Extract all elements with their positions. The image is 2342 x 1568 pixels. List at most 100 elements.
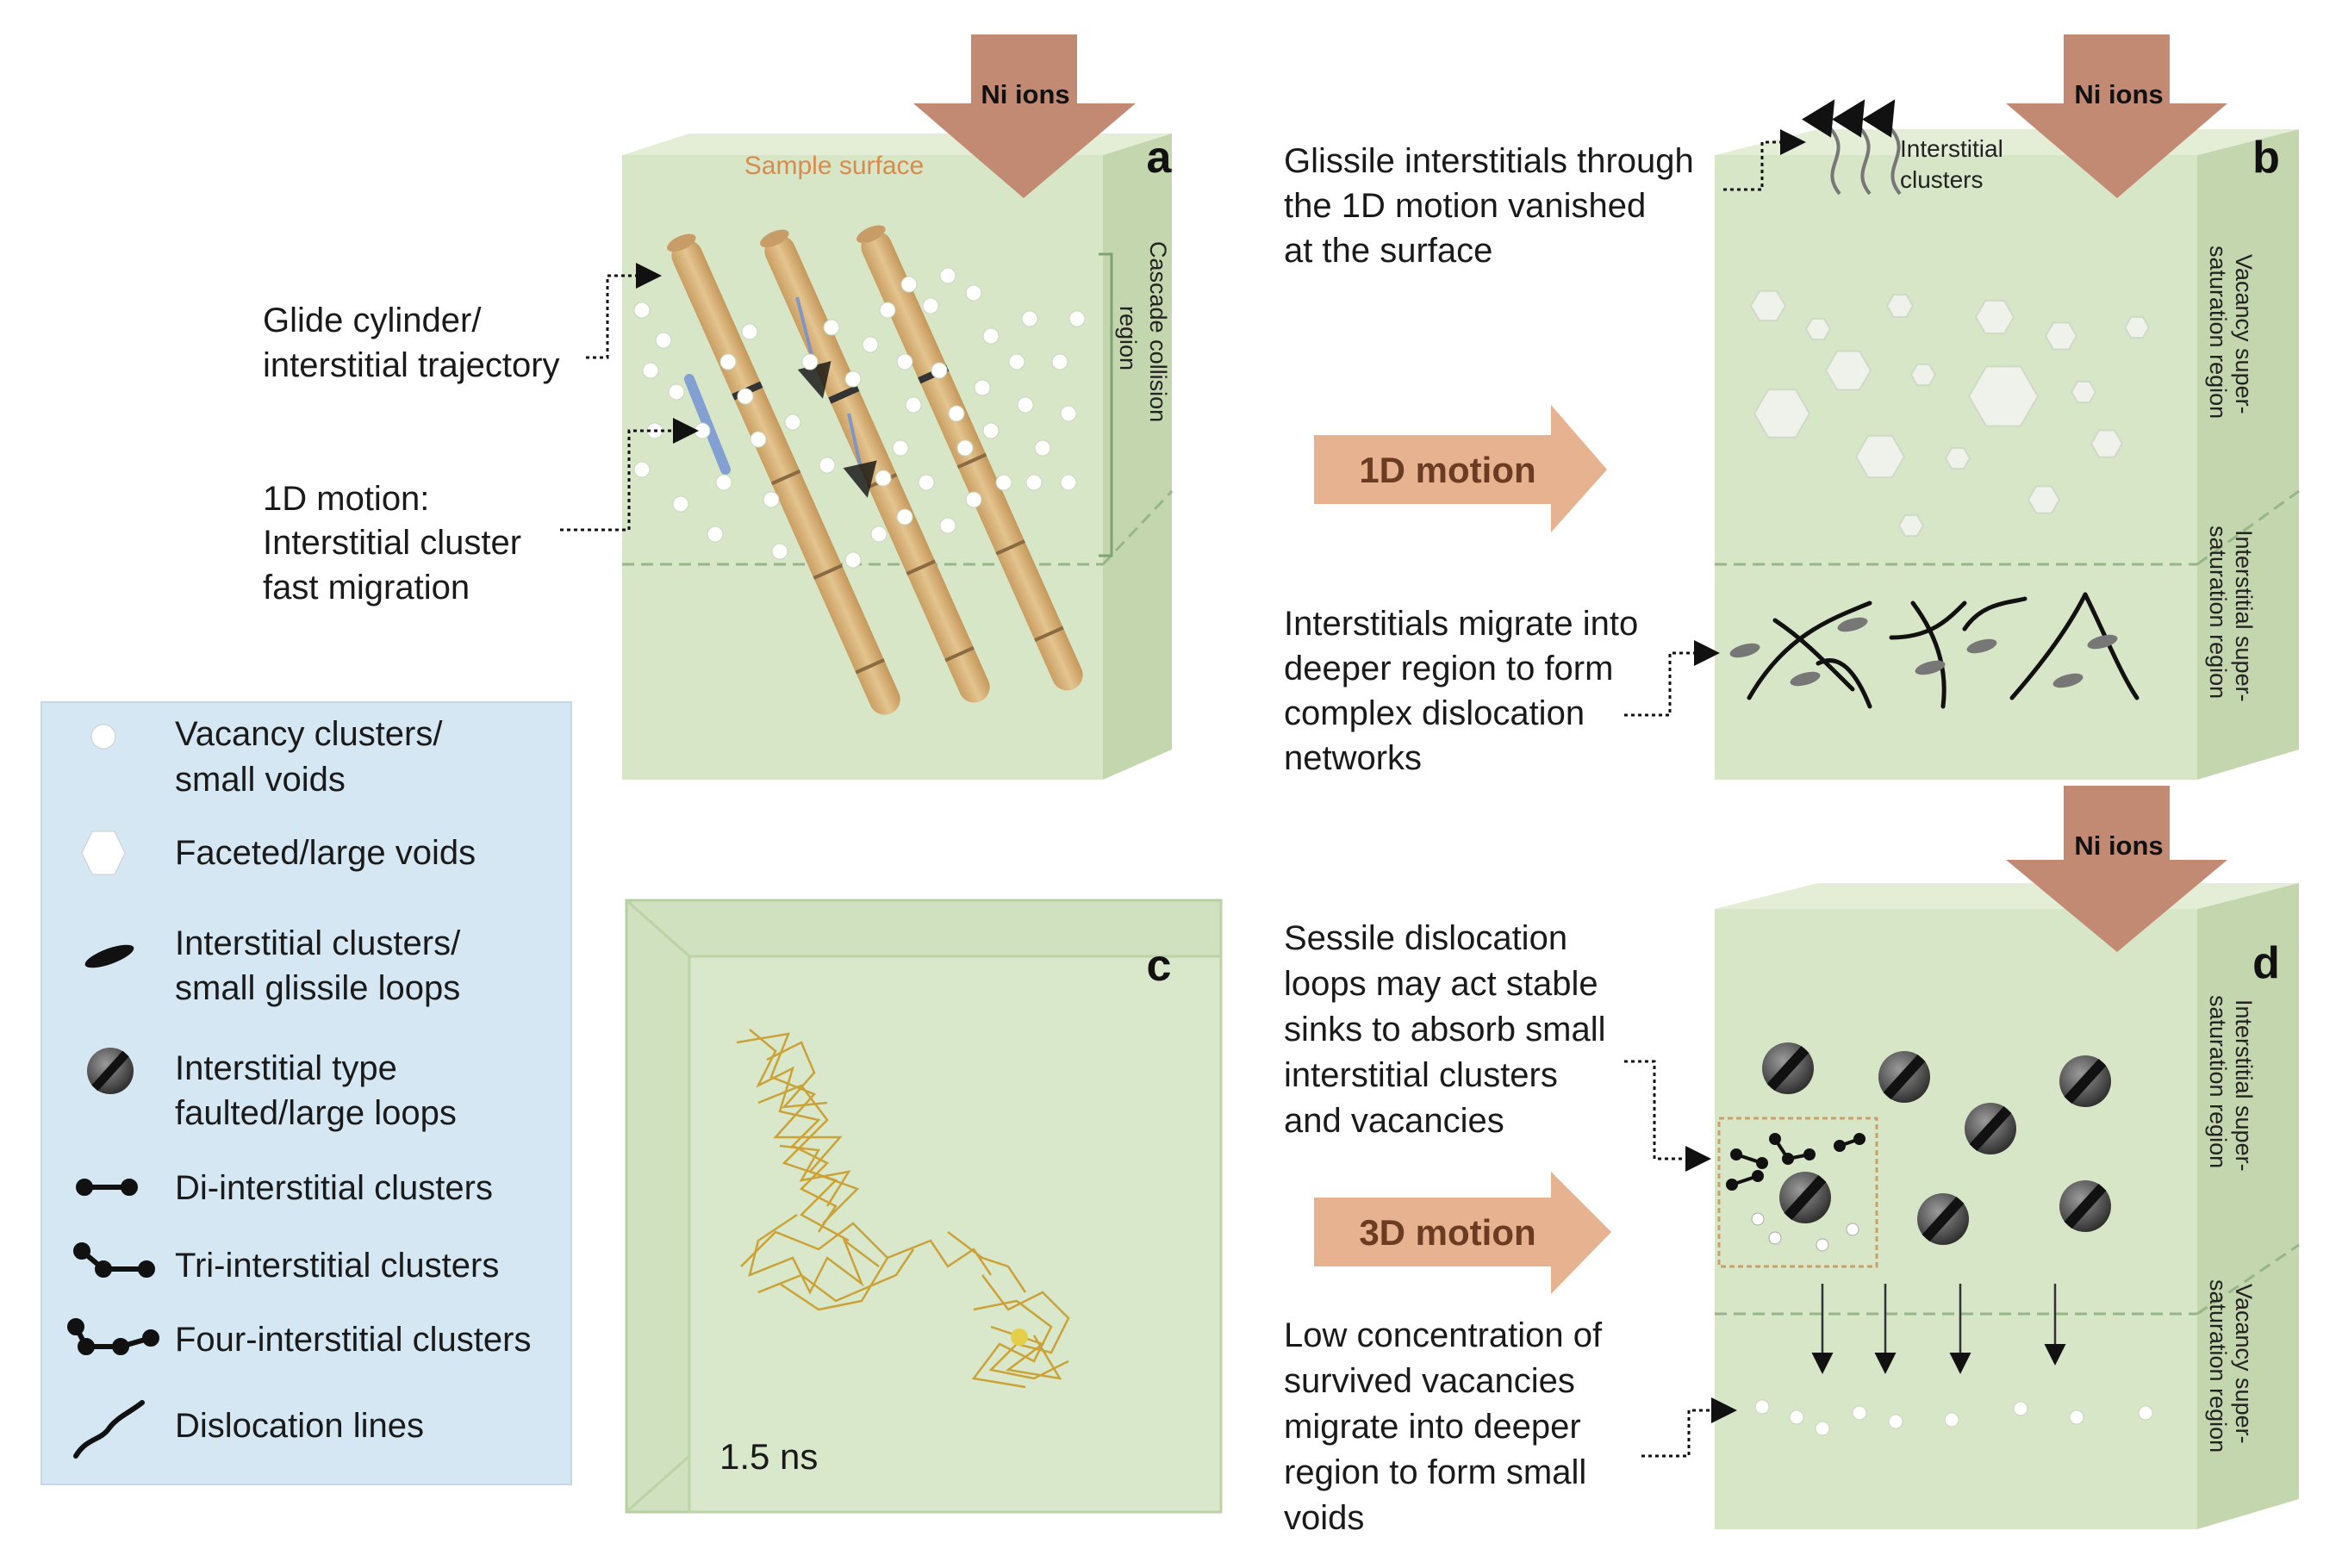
sample-surface-label: Sample surface (744, 152, 924, 180)
interstitial-trajectory-cluster (736, 1029, 1070, 1389)
vacancy-cluster (771, 543, 788, 560)
vacancy-cluster (655, 332, 672, 349)
faulted-loop (1779, 1172, 1831, 1223)
cascade-label-line2: region (1115, 306, 1141, 370)
faceted-void (1909, 363, 1937, 387)
faceted-void (2123, 315, 2151, 339)
vacancy-cluster (633, 461, 651, 478)
vacancy-cluster-icon (90, 724, 116, 750)
ion-label-d: Ni ions (2074, 831, 2163, 861)
faulted-loop-icon (87, 1048, 134, 1094)
low-label-line1: Low concentration of (1284, 1316, 1603, 1354)
sessile-label-line4: interstitial clusters (1284, 1056, 1558, 1094)
faceted-void (1974, 299, 2015, 335)
vacancy-cluster (1034, 439, 1051, 457)
vacancy-cluster (1021, 310, 1038, 327)
vacancy-cluster (862, 336, 879, 353)
legend-label: Vacancy clusters/ (175, 715, 443, 753)
interstitial-cluster-squiggles (1802, 99, 1902, 196)
ion-arrow-d: Ni ions (2006, 786, 2227, 952)
vacancy-cluster (801, 353, 819, 370)
faceted-void (1944, 446, 1971, 470)
vacancy-cluster (784, 414, 801, 431)
glissile-loops-b (1729, 617, 2118, 688)
dislocation-networks (1747, 592, 2140, 709)
faceted-void (1897, 513, 1925, 538)
small-void (1944, 1412, 1959, 1428)
motion-label-line1: 1D motion: (263, 480, 429, 518)
b-vac-region-line2: saturation region (2205, 246, 2231, 419)
d-int-region-line2: saturation region (2205, 995, 2231, 1168)
b-vac-region-line1: Vacancy super- (2231, 254, 2257, 414)
faceted-void (1824, 350, 1872, 391)
vacancy-cluster (672, 495, 689, 513)
small-void (1852, 1405, 1867, 1421)
faceted-void (2027, 485, 2061, 514)
sink-zoom-box (1717, 1117, 1878, 1268)
vacancy-cluster (694, 422, 711, 439)
sessile-label-line5: and vacancies (1284, 1102, 1504, 1140)
vacancy-cluster (844, 370, 862, 388)
small-void (1754, 1399, 1770, 1415)
vacancy-cluster (1051, 353, 1068, 370)
sessile-label-line2: loops may act stable (1284, 965, 1598, 1003)
clusters-label-line1: Interstitial (1900, 135, 2003, 162)
vacancy-cluster (982, 327, 1000, 345)
faulted-loop (1878, 1051, 1930, 1103)
faceted-void (1753, 389, 1811, 439)
low-label-line5: voids (1284, 1499, 1364, 1537)
vacancy-cluster (737, 388, 754, 405)
migrate-label-line1: Interstitials migrate into (1284, 605, 1638, 643)
tri-interstitial-icon (73, 1242, 155, 1278)
faulted-loop (1917, 1193, 1969, 1245)
low-label-line3: migrate into deeper (1284, 1408, 1581, 1446)
low-label-line2: survived vacancies (1284, 1362, 1575, 1400)
faceted-void (1804, 317, 1832, 341)
four-interstitial-icon (67, 1318, 159, 1355)
legend-label: Interstitial type (175, 1049, 397, 1087)
vacancy-cluster (922, 297, 939, 314)
faceted-void (1885, 294, 1915, 318)
sink-vacancies (1751, 1212, 1859, 1252)
legend (40, 701, 572, 1485)
ion-arrow-a: Ni ions (913, 34, 1136, 198)
small-voids-d (1754, 1399, 2153, 1436)
vacancy-cluster (719, 353, 737, 370)
vacancy-cluster (870, 526, 888, 543)
legend-label: Faceted/large voids (175, 834, 476, 872)
vacancy-cluster (879, 302, 896, 319)
vacancy-cluster (741, 323, 758, 340)
faceted-void (1749, 289, 1787, 322)
panel-label-c: c (1147, 941, 1172, 991)
sessile-label-line1: Sessile dislocation (1284, 919, 1567, 957)
vacancy-cluster (1068, 310, 1086, 327)
interstitial-cluster-icon (84, 944, 134, 968)
vacancy-cluster (965, 491, 982, 508)
ion-arrow-b: Ni ions (2006, 34, 2227, 198)
legend-label: faulted/large loops (175, 1094, 457, 1132)
vacancy-cluster (995, 474, 1012, 491)
legend-label: Interstitial clusters/ (175, 924, 461, 962)
arrow-1d-label: 1D motion (1359, 450, 1535, 490)
legend-label: small voids (175, 761, 346, 799)
panel-c-box (625, 899, 1223, 1514)
small-void (1888, 1414, 1903, 1429)
d-vac-region-line2: saturation region (2205, 1279, 2231, 1453)
glide-cylinder (760, 229, 990, 703)
ion-label-a: Ni ions (981, 79, 1069, 109)
vacancy-cluster (896, 508, 913, 526)
ion-label-b: Ni ions (2074, 79, 2163, 109)
small-void (2069, 1409, 2084, 1425)
vacancy-cluster (918, 474, 935, 491)
motion-arrows-a (684, 296, 877, 498)
clusters-label-line2: clusters (1900, 166, 1983, 193)
sink-cluster-detail (1726, 1133, 1866, 1191)
d-vac-region-line1: Vacancy super- (2231, 1284, 2257, 1444)
faulted-loops-d (1762, 1042, 2111, 1245)
vacancy-cluster (892, 439, 909, 457)
vacancy-migration-arrows (1811, 1284, 2066, 1374)
faulted-loop (1762, 1042, 1814, 1094)
vacancy-cluster (668, 383, 685, 401)
b-int-region-line1: Interstitial super- (2231, 530, 2257, 702)
